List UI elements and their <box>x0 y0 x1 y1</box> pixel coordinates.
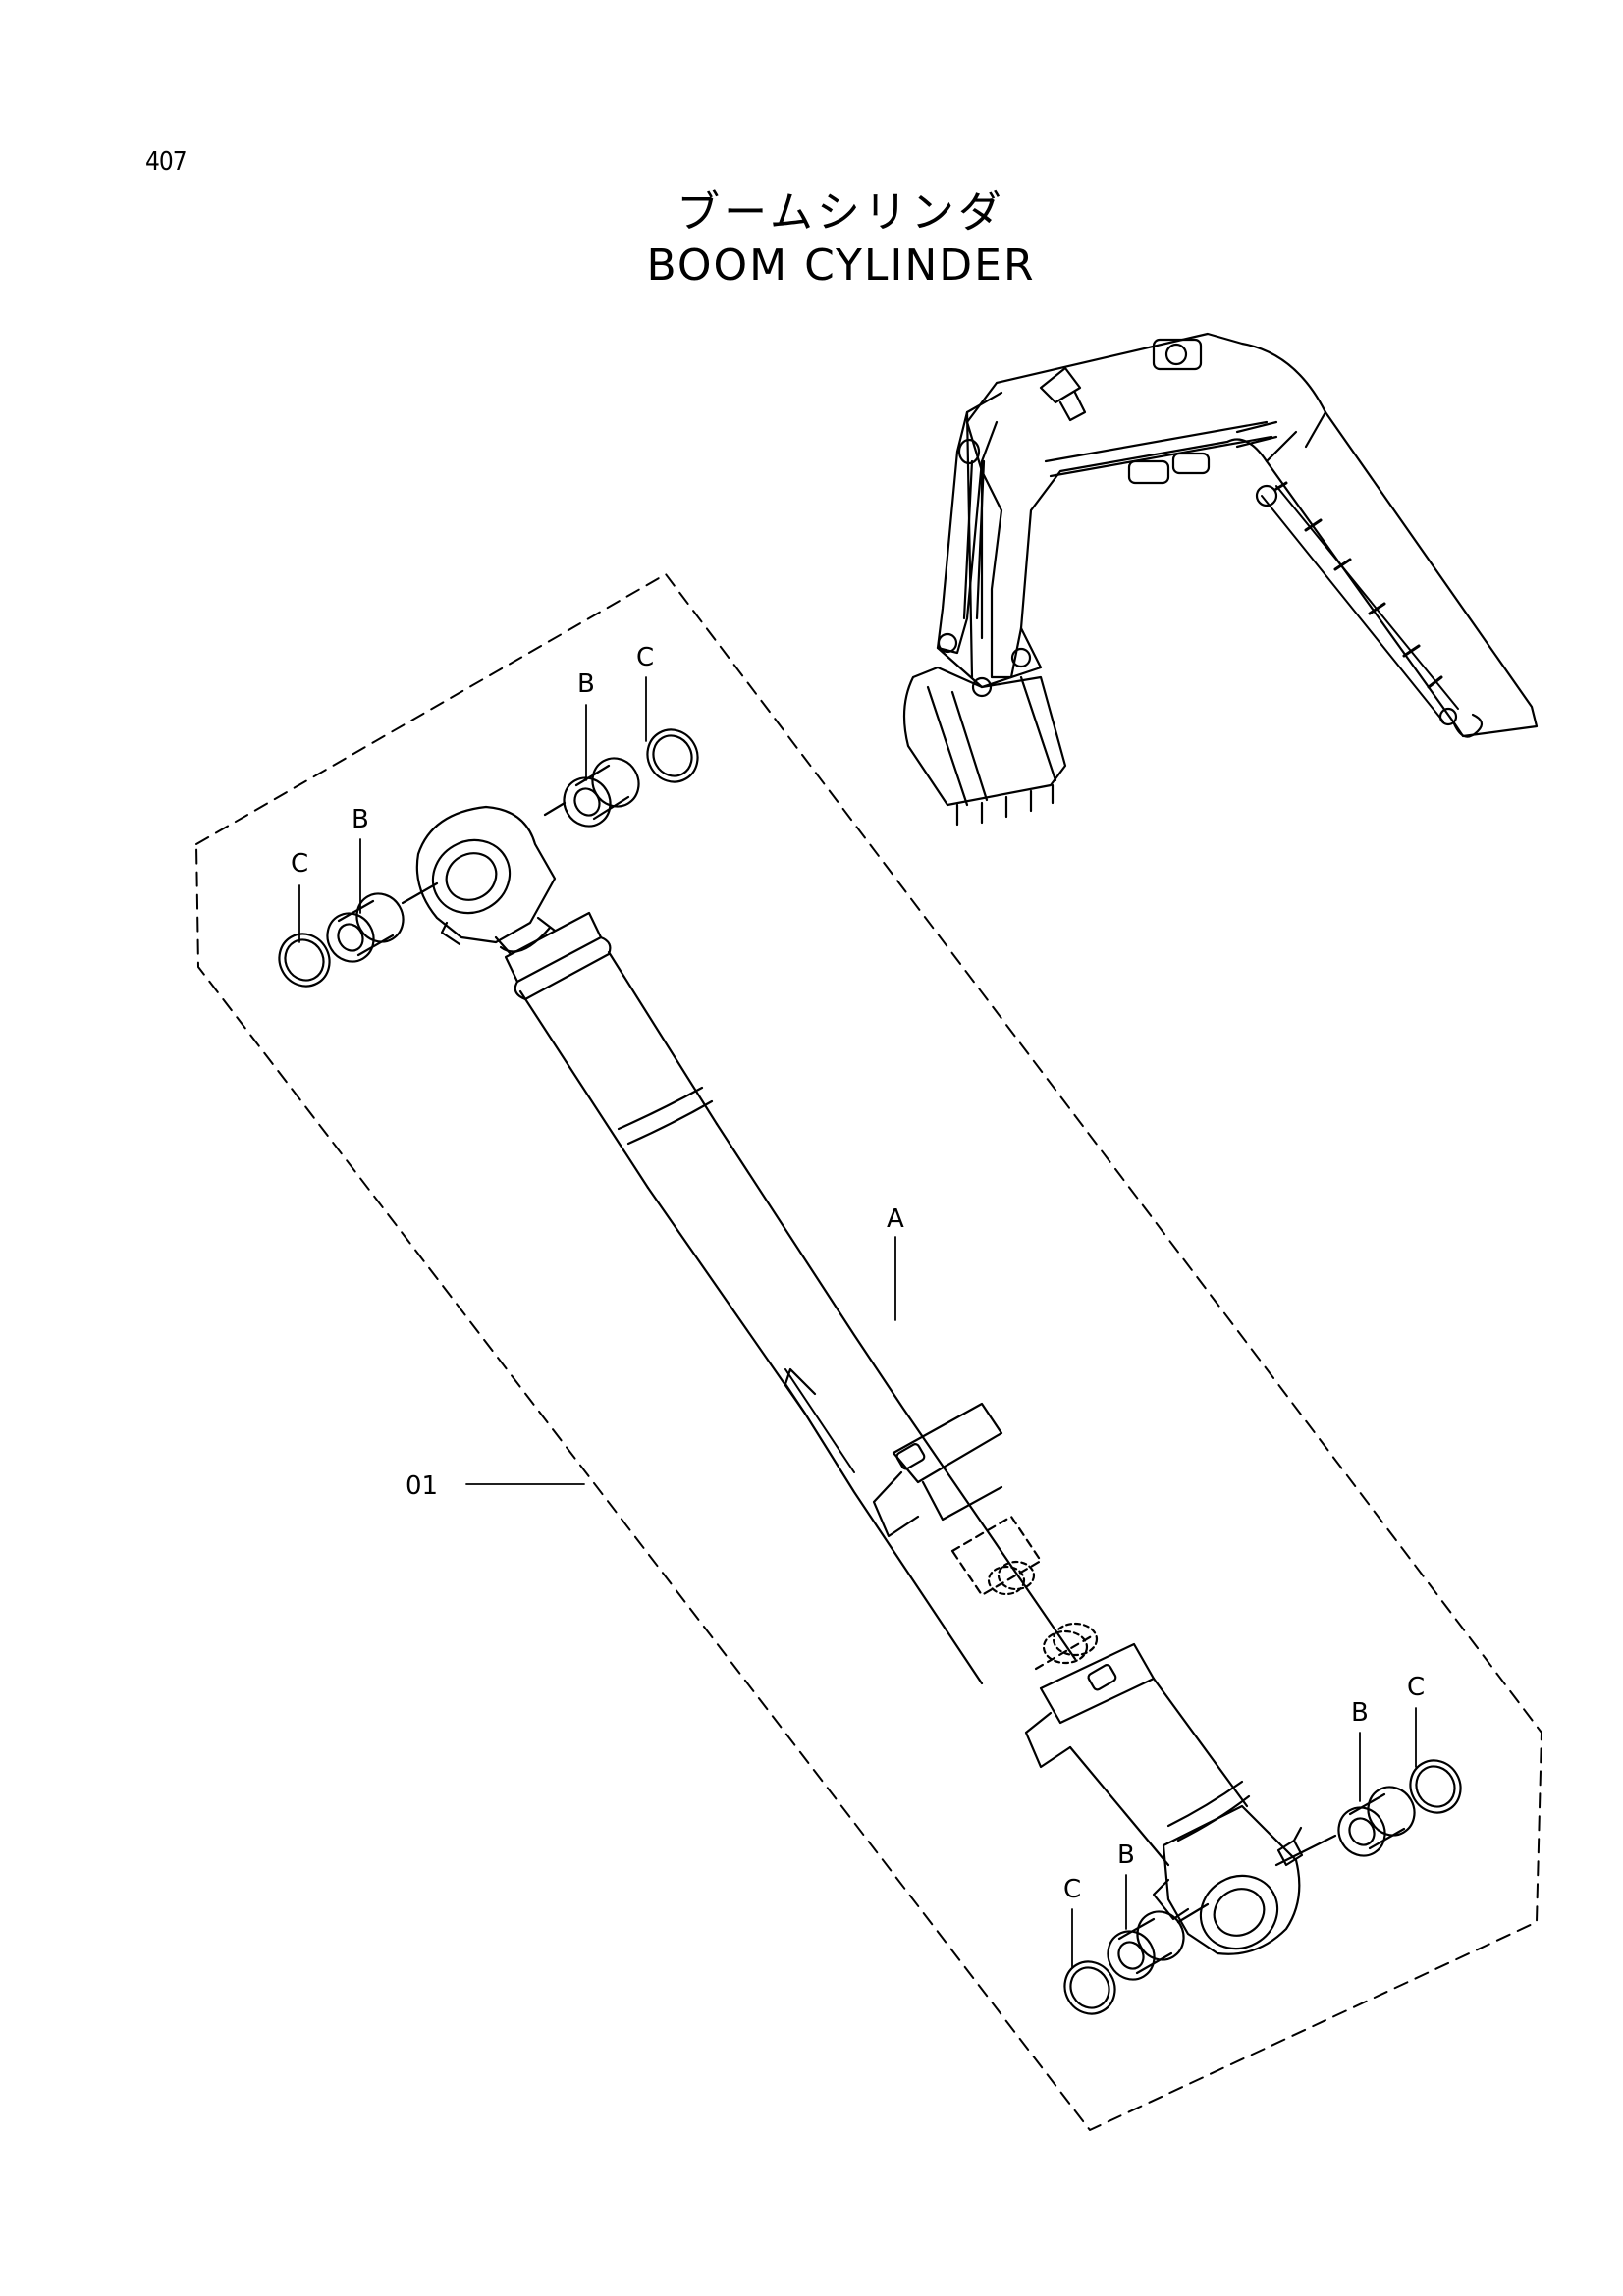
upper-rod-bushing-set <box>278 728 699 988</box>
callout-b-lower-right: B <box>1351 1698 1369 1728</box>
excavator-arm-overview <box>902 332 1539 827</box>
callout-c-lower-left: C <box>1063 1875 1081 1904</box>
leader-lines <box>298 676 1417 1969</box>
callout-b-upper-right: B <box>577 669 595 699</box>
lower-head-bushing-set <box>1063 1759 1462 2015</box>
boom-cylinder <box>415 805 1304 1955</box>
callout-c-upper-right: C <box>636 643 654 672</box>
title-english: BOOM CYLINDER <box>646 240 1036 291</box>
callout-c-upper-left: C <box>291 849 308 879</box>
callout-01: 01 <box>406 1471 438 1501</box>
callout-labels: 01 A B C B C B C B C <box>291 643 1425 1904</box>
title-japanese: ブームシリンダ <box>676 187 1005 238</box>
callout-a-cylinder: A <box>887 1204 904 1234</box>
assembly-boundary <box>195 573 1542 2131</box>
page-number: 407 <box>145 147 188 177</box>
callout-c-lower-right: C <box>1407 1673 1425 1702</box>
callout-b-lower-left: B <box>1117 1841 1135 1870</box>
callout-b-upper-left: B <box>352 805 369 834</box>
